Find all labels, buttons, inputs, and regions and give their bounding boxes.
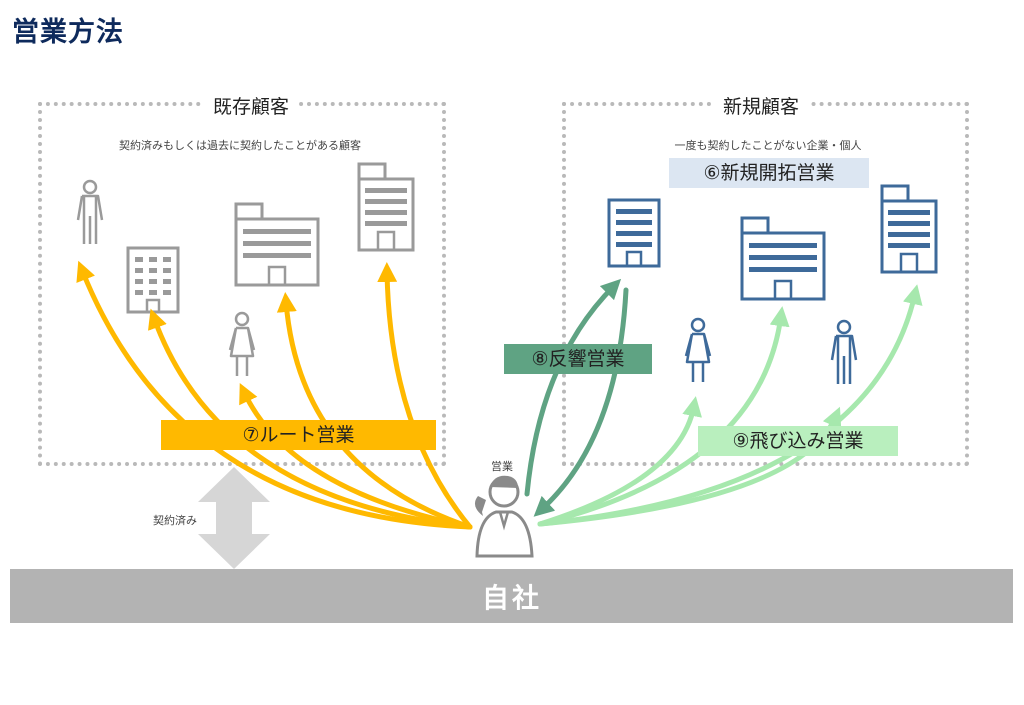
echo-arrow-in	[533, 287, 629, 517]
new-building-icon-2	[740, 216, 826, 301]
contracted-label: 契約済み	[153, 514, 197, 527]
route-arrow-2	[148, 308, 473, 530]
page-title: 営業方法	[12, 17, 124, 48]
salesperson-label: 営業	[491, 460, 513, 473]
new-customers-subtitle: 一度も契約したことがない企業・個人	[674, 139, 862, 152]
existing-person-icon-1	[76, 179, 104, 246]
new-person-icon-2	[830, 319, 858, 386]
echo-sales-label: ⑧反響営業	[504, 344, 652, 374]
new-building-icon-1	[607, 198, 661, 268]
company-label: 自社	[482, 583, 542, 615]
route-sales-label: ⑦ルート営業	[161, 420, 436, 450]
existing-customers-title: 既存顧客	[202, 92, 300, 119]
existing-building-icon-1	[126, 246, 180, 314]
existing-building-icon-2	[234, 202, 320, 287]
salesperson-icon	[474, 475, 534, 558]
cold-sales-label: ⑨飛び込み営業	[698, 426, 898, 456]
route-arrow-1	[76, 260, 473, 530]
new-development-label: ⑥新規開拓営業	[669, 158, 869, 188]
new-building-icon-3	[880, 184, 938, 274]
route-arrow-3	[239, 382, 473, 530]
existing-customers-subtitle: 契約済みもしくは過去に契約したことがある顧客	[119, 139, 361, 152]
new-customers-title: 新規顧客	[712, 92, 810, 119]
route-arrow-4	[276, 292, 473, 530]
route-arrow-5	[377, 262, 473, 530]
echo-arrow-out	[524, 278, 622, 497]
existing-building-icon-3	[357, 162, 415, 252]
existing-person-icon-2	[228, 311, 256, 378]
contracted-double-arrow	[198, 467, 270, 569]
company-bar	[10, 569, 1013, 623]
new-person-icon-1	[684, 317, 712, 384]
